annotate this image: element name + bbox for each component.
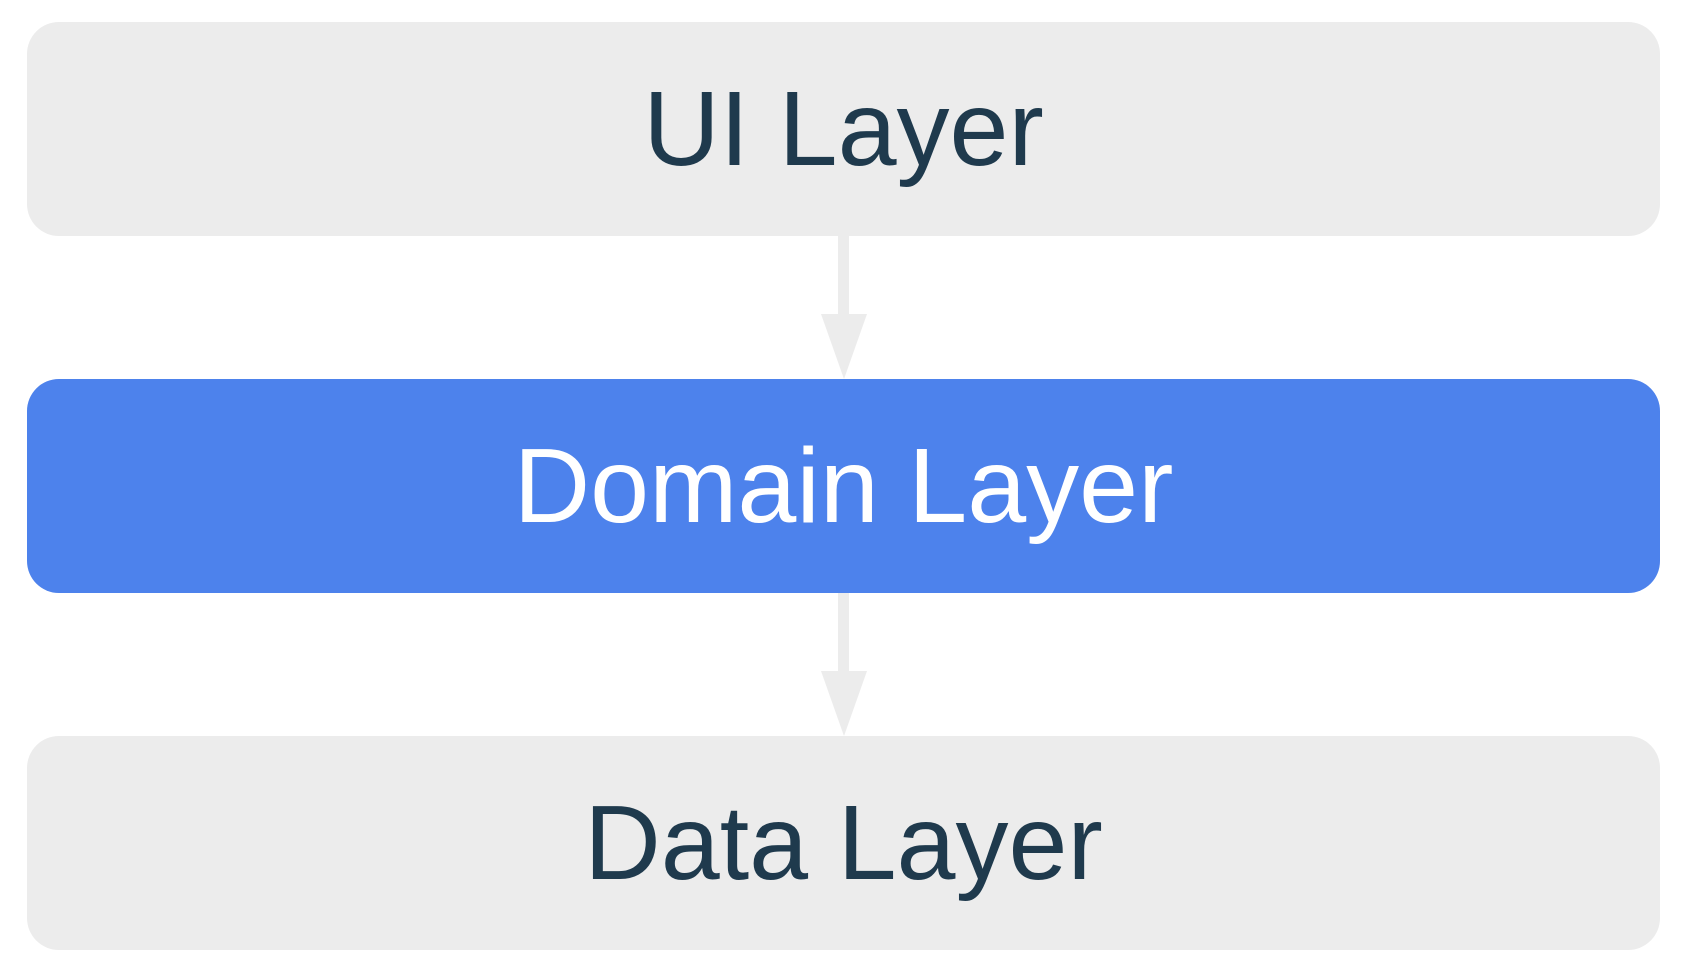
ui-layer-box: UI Layer bbox=[27, 22, 1660, 236]
arrow-head bbox=[820, 314, 867, 379]
data-layer-box: Data Layer bbox=[27, 736, 1660, 950]
arrow-down-icon bbox=[820, 593, 867, 736]
arrow-down-icon bbox=[820, 236, 867, 379]
domain-layer-label: Domain Layer bbox=[513, 427, 1174, 545]
data-layer-label: Data Layer bbox=[584, 784, 1103, 902]
domain-layer-box: Domain Layer bbox=[27, 379, 1660, 593]
ui-layer-label: UI Layer bbox=[643, 70, 1044, 188]
arrow-stem bbox=[838, 593, 849, 671]
arrow-stem bbox=[838, 236, 849, 314]
arrow-head bbox=[820, 671, 867, 736]
